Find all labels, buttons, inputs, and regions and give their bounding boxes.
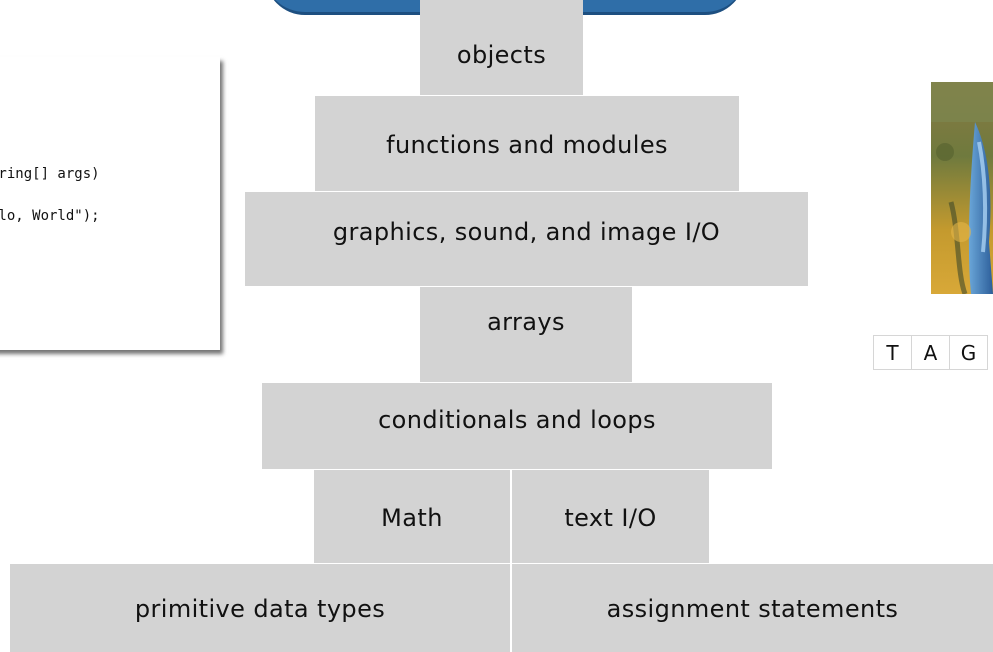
dna-sequence-strip: T A G — [873, 335, 988, 370]
block-conditionals-and-loops: conditionals and loops — [262, 383, 772, 469]
dna-cell: T — [873, 335, 912, 370]
block-primitive-label: primitive data types — [134, 595, 386, 623]
block-math-label: Math — [381, 503, 443, 532]
block-functions-and-modules: functions and modules — [315, 96, 739, 191]
block-graphics-sound-image-io: graphics, sound, and image I/O — [245, 192, 808, 286]
block-conditionals-label: conditionals and loops — [378, 406, 656, 434]
block-arrays-label: arrays — [487, 307, 565, 336]
block-assignment-label: assignment statements — [606, 595, 899, 623]
block-objects: objects — [420, 0, 583, 95]
dna-cell: A — [911, 335, 950, 370]
block-primitive-data-types: primitive data types — [10, 564, 510, 652]
code-line-println: llo, World"); — [0, 208, 100, 224]
block-functions-label: functions and modules — [386, 130, 668, 159]
block-math: Math — [314, 470, 510, 563]
hello-world-code-card: tring[] args) llo, World"); — [0, 57, 220, 350]
dna-cell: G — [949, 335, 988, 370]
mandrill-image — [931, 82, 993, 294]
block-arrays: arrays — [420, 287, 632, 382]
block-assignment-statements: assignment statements — [512, 564, 993, 652]
code-line-main-signature: tring[] args) — [0, 166, 100, 182]
block-graphics-label: graphics, sound, and image I/O — [332, 218, 721, 246]
block-objects-label: objects — [456, 40, 547, 69]
block-text-io: text I/O — [512, 470, 709, 563]
mandrill-image-graphic — [931, 82, 993, 294]
block-text-io-label: text I/O — [564, 503, 657, 532]
